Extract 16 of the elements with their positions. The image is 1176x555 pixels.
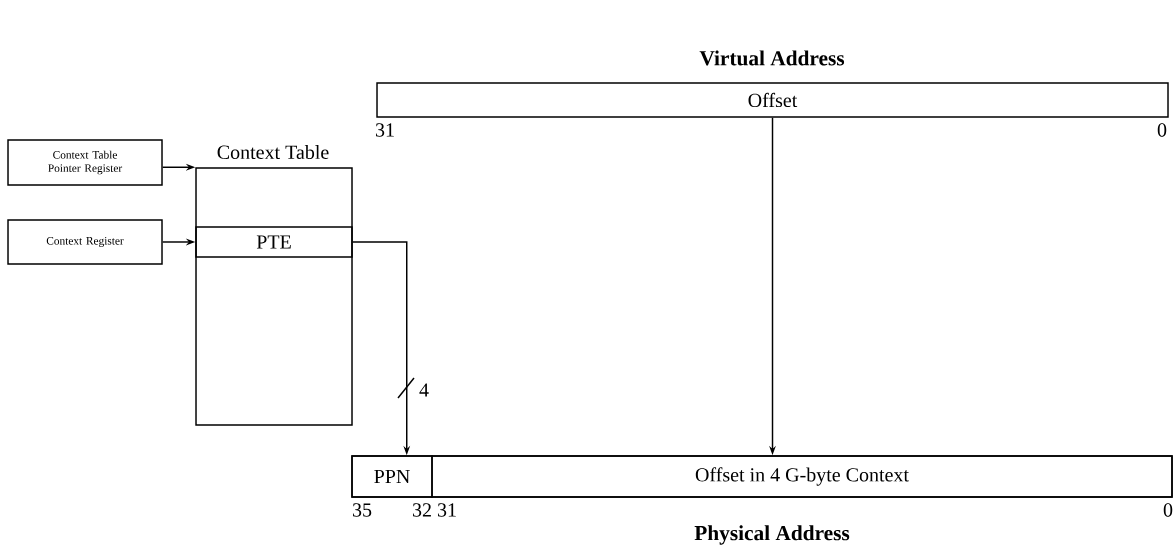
bit-number: 31	[375, 123, 394, 137]
heading: Context Table	[217, 144, 329, 159]
bit-number: 31	[437, 503, 456, 517]
register-box: Context Register	[7, 219, 163, 265]
bit-number: 0	[1163, 503, 1173, 517]
register-box: Context Table Pointer Register	[7, 139, 163, 186]
table-row: PTE	[195, 226, 353, 258]
field-box: PPN	[351, 455, 433, 498]
address-bar: Offset	[376, 82, 1169, 118]
bit-number: 32	[412, 503, 431, 517]
edge-label: 4	[417, 382, 431, 398]
bit-number: 35	[352, 503, 372, 517]
heading: Virtual Address	[699, 50, 845, 66]
bit-number: 0	[1157, 123, 1167, 137]
heading: Physical Address	[694, 525, 850, 545]
field-box: Offset in 4 G-byte Context	[431, 455, 1173, 498]
